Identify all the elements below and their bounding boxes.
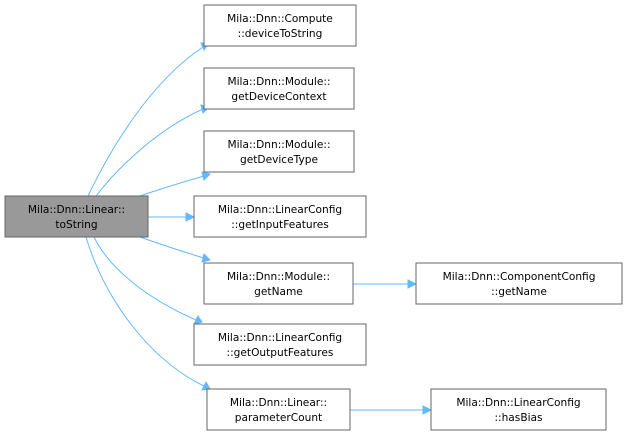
node-label-line1: Mila::Dnn::LinearConfig: [218, 332, 342, 344]
node-module-getdevicecontext[interactable]: Mila::Dnn::Module:: getDeviceContext: [203, 67, 355, 110]
edge-to-getdevicetype: [139, 171, 211, 197]
node-label-line2: ::getOutputFeatures: [227, 347, 334, 359]
node-label-line2: ::getInputFeatures: [231, 219, 329, 231]
edge-to-getoutputfeatures: [93, 236, 203, 325]
edge-to-parametercount: [85, 236, 211, 391]
node-root-line2: toString: [55, 219, 97, 231]
node-linearconfig-hasbias[interactable]: Mila::Dnn::LinearConfig ::hasBias: [430, 388, 607, 431]
node-linear-parametercount[interactable]: Mila::Dnn::Linear:: parameterCount: [206, 388, 351, 431]
node-label-line1: Mila::Dnn::Compute: [227, 13, 333, 25]
edge-to-getdevicecontext: [95, 104, 210, 197]
node-label-line2: ::deviceToString: [238, 28, 323, 40]
node-label-line1: Mila::Dnn::ComponentConfig: [443, 271, 596, 283]
node-linearconfig-getoutputfeatures[interactable]: Mila::Dnn::LinearConfig ::getOutputFeatu…: [193, 323, 367, 366]
node-linearconfig-getinputfeatures[interactable]: Mila::Dnn::LinearConfig ::getInputFeatur…: [193, 195, 367, 238]
node-label-line1: Mila::Dnn::LinearConfig: [218, 204, 342, 216]
node-module-getdevicetype[interactable]: Mila::Dnn::Module:: getDeviceType: [203, 130, 355, 173]
node-module-getname[interactable]: Mila::Dnn::Module:: getName: [203, 262, 354, 305]
node-label-line1: Mila::Dnn::LinearConfig: [456, 397, 580, 409]
node-label-line2: ::getName: [491, 286, 547, 298]
edge-to-devicetostring: [87, 42, 210, 197]
edge-to-getinputfeatures: [148, 212, 196, 222]
node-label-line1: Mila::Dnn::Module::: [227, 139, 330, 151]
edge-to-getname: [139, 236, 211, 263]
node-label-line1: Mila::Dnn::Linear::: [230, 397, 327, 409]
node-label-line1: Mila::Dnn::Module::: [227, 271, 330, 283]
node-compute-devicetostring[interactable]: Mila::Dnn::Compute ::deviceToString: [203, 4, 357, 47]
node-label-line2: getDeviceType: [240, 154, 318, 166]
node-componentconfig-getname[interactable]: Mila::Dnn::ComponentConfig ::getName: [415, 262, 623, 305]
node-label-line2: getDeviceContext: [231, 91, 326, 103]
node-label-line2: ::hasBias: [494, 412, 542, 424]
edge-getname-to-componentconfig-getname: [353, 279, 418, 289]
node-root-tostring[interactable]: Mila::Dnn::Linear:: toString: [4, 195, 149, 238]
node-label-line2: getName: [254, 286, 303, 298]
node-root-line1: Mila::Dnn::Linear::: [28, 204, 125, 216]
node-label-line2: parameterCount: [235, 412, 322, 424]
edge-parametercount-to-hasbias: [350, 405, 433, 415]
node-label-line1: Mila::Dnn::Module::: [227, 76, 330, 88]
